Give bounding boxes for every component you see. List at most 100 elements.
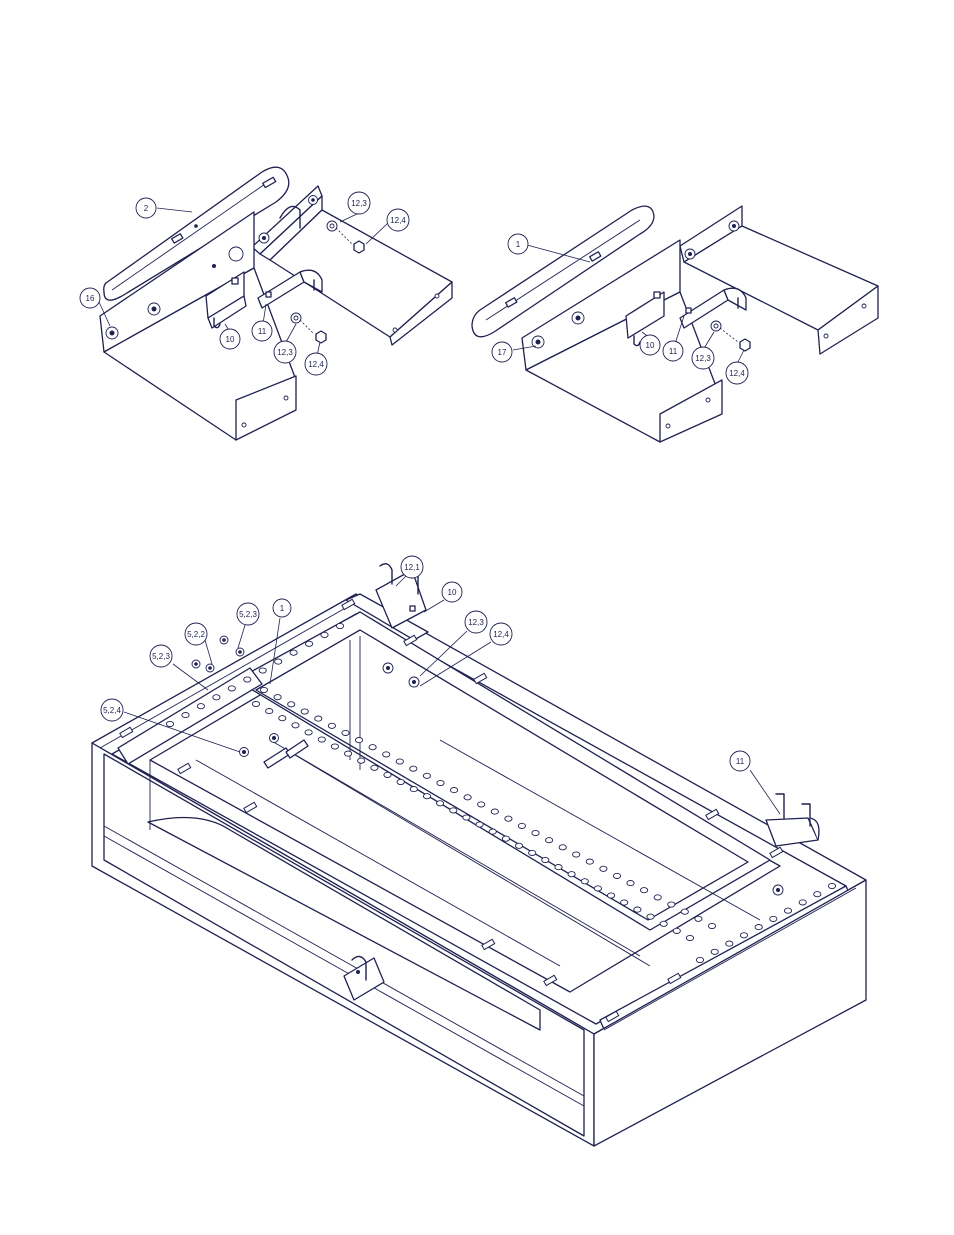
callout-c-f-11: 11	[729, 750, 751, 772]
callout-label: 12,4	[493, 630, 509, 639]
perforation-hole	[341, 729, 350, 736]
perforation-hole	[370, 764, 379, 771]
callout-label: 16	[86, 294, 95, 303]
bracket-assembly-left	[98, 166, 453, 441]
perforation-hole	[274, 658, 283, 665]
callout-circle	[219, 328, 241, 350]
perforation-hole	[449, 807, 458, 814]
callout-circle	[441, 581, 463, 603]
callout-circle	[236, 602, 260, 626]
callout-c-l-12-4b: 12,4	[304, 352, 328, 376]
callout-label: 11	[669, 347, 678, 356]
perforation-hole	[422, 772, 431, 779]
perforation-hole	[475, 821, 484, 828]
callout-label: 12,3	[351, 199, 367, 208]
right-clip-part-11	[765, 793, 820, 847]
perforation-hole	[607, 892, 616, 899]
callout-c-f-5-2-3b: 5,2,3	[149, 644, 173, 668]
callout-circle	[304, 352, 328, 376]
callout-c-f-5-2-4: 5,2,4	[100, 698, 124, 722]
callout-c-l-12-4a: 12,4	[386, 208, 410, 232]
perforation-hole	[640, 887, 649, 894]
perforation-hole	[196, 703, 205, 710]
callout-circle	[251, 320, 273, 342]
callout-c-r-10: 10	[639, 334, 661, 356]
callout-label: 11	[736, 757, 745, 766]
callout-c-f-5-2-3a: 5,2,3	[236, 602, 260, 626]
perforation-hole	[490, 808, 499, 815]
callout-label: 10	[226, 335, 235, 344]
callout-circle	[400, 555, 424, 579]
bracket-assembly-right	[471, 205, 879, 443]
callout-label: 2	[144, 204, 149, 213]
callout-circle	[729, 750, 751, 772]
callout-label: 5,2,2	[187, 630, 205, 639]
callout-label: 12,4	[390, 216, 406, 225]
callout-circle	[386, 208, 410, 232]
callout-c-f-12-3: 12,3	[464, 610, 488, 634]
perforation-hole	[450, 787, 459, 794]
perforation-hole	[545, 837, 554, 844]
callout-circle	[79, 287, 101, 309]
clip-part-11	[257, 269, 323, 309]
perforation-hole	[243, 676, 252, 683]
callout-label: 5,2,3	[239, 610, 257, 619]
perforation-hole	[827, 882, 837, 890]
perforation-hole	[633, 906, 642, 913]
callout-label: 12,4	[729, 369, 745, 378]
callout-label: 10	[448, 588, 457, 597]
frame-fasteners	[191, 635, 784, 896]
perforation-hole	[769, 915, 778, 922]
perforation-hole	[517, 822, 526, 829]
perforation-hole	[354, 737, 364, 744]
perforation-hole	[695, 956, 705, 964]
callout-circle	[184, 622, 208, 646]
callout-label: 1	[516, 240, 521, 249]
callout-c-r-12-4: 12,4	[725, 361, 749, 385]
callout-c-f-1: 1	[272, 598, 292, 618]
callout-label: 10	[646, 341, 655, 350]
perforation-hole	[278, 715, 287, 722]
perforation-hole	[320, 631, 329, 638]
callout-label: 5,2,3	[152, 652, 170, 661]
perforation-hole	[327, 722, 336, 729]
perforation-hole	[212, 694, 221, 701]
clip-part-10-right	[625, 291, 665, 347]
lower-tray-part-17	[521, 239, 723, 443]
callout-c-r-12-3: 12,3	[691, 346, 715, 370]
perforation-hole	[672, 927, 681, 934]
perforation-hole	[463, 794, 472, 801]
frame-inner-walls	[149, 636, 761, 967]
perforation-hole	[265, 708, 274, 715]
perforation-hole	[317, 736, 326, 743]
perforation-hole	[653, 894, 662, 901]
callout-label: 12,1	[404, 563, 420, 572]
perforation-hole	[330, 743, 339, 750]
perforation-hole	[620, 899, 629, 906]
callout-c-f-12-4: 12,4	[489, 622, 513, 646]
callout-c-l-16: 16	[79, 287, 101, 309]
front-center-bracket	[343, 955, 385, 1001]
perforation-hole	[585, 858, 594, 865]
perforation-hole	[567, 871, 576, 878]
perforation-hole	[531, 829, 540, 837]
perforation-hole	[501, 835, 510, 842]
perforation-hole	[181, 712, 190, 719]
perforation-hole	[258, 667, 267, 674]
callout-c-l-12-3a: 12,3	[347, 191, 371, 215]
perforation-hole	[304, 729, 313, 736]
perforation-hole	[165, 720, 175, 728]
perforation-hole	[667, 901, 676, 908]
perforation-hole	[813, 891, 822, 898]
perforation-hole	[335, 622, 345, 630]
callout-c-l-2: 2	[135, 197, 157, 219]
perforation-hole	[289, 649, 298, 656]
frame-right-face	[593, 879, 867, 1147]
perforation-hole	[477, 801, 486, 808]
perforation-hole	[314, 715, 323, 722]
perforation-hole	[300, 708, 309, 715]
perforation-hole	[646, 913, 655, 920]
callout-circle	[464, 610, 488, 634]
